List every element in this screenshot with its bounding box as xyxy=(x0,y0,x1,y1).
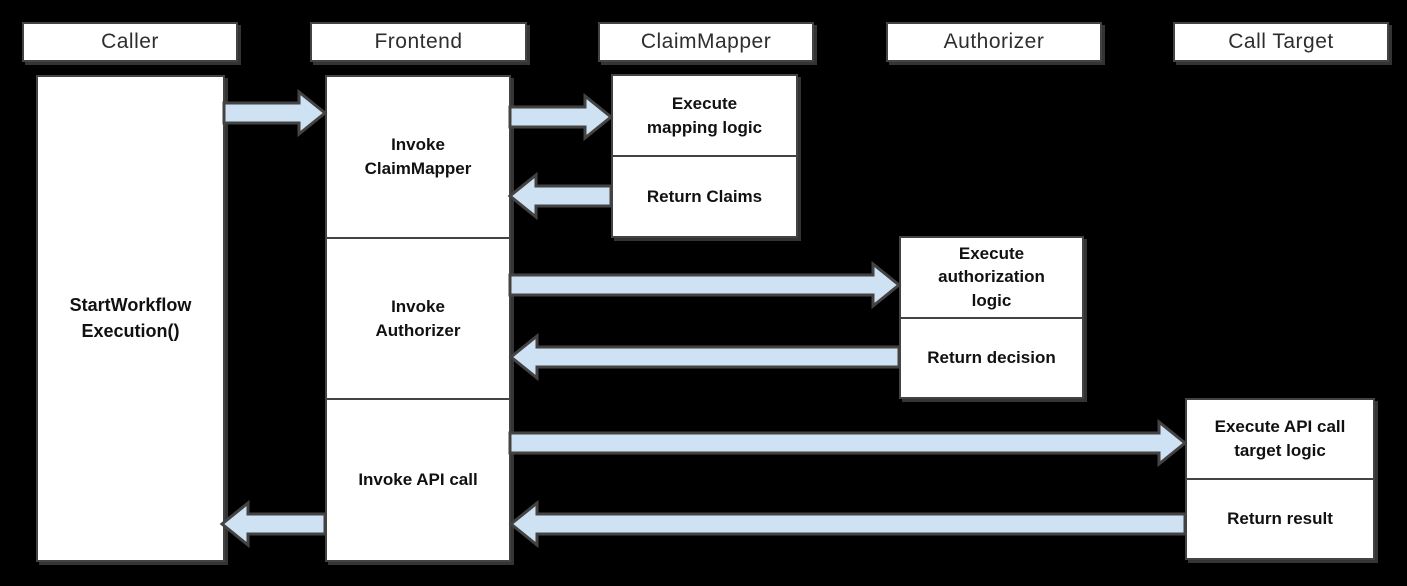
return-claims-cell: Return Claims xyxy=(613,155,796,236)
claimmapper-activation-box: Execute mapping logic Return Claims xyxy=(611,74,798,238)
arrow-frontend-to-calltarget xyxy=(508,418,1188,468)
return-result-cell: Return result xyxy=(1187,478,1373,558)
arrow-authorizer-to-frontend xyxy=(508,332,901,382)
lane-header-claimmapper: ClaimMapper xyxy=(598,22,814,62)
lane-header-call-target: Call Target xyxy=(1173,22,1389,62)
return-decision-cell: Return decision xyxy=(901,316,1082,398)
caller-activation-box: StartWorkflow Execution() xyxy=(36,75,225,562)
arrow-claimmapper-to-frontend xyxy=(507,171,613,221)
call-target-activation-box: Execute API call target logic Return res… xyxy=(1185,398,1375,560)
arrow-frontend-to-claimmapper xyxy=(508,92,614,142)
arrow-caller-to-frontend xyxy=(222,88,328,138)
arrow-frontend-to-caller xyxy=(219,499,327,549)
arrow-calltarget-to-frontend xyxy=(508,499,1187,549)
authorizer-activation-box: Execute authorization logic Return decis… xyxy=(899,236,1084,399)
lane-header-authorizer: Authorizer xyxy=(886,22,1102,62)
arrow-frontend-to-authorizer xyxy=(508,260,902,310)
execute-api-call-target-logic-cell: Execute API call target logic xyxy=(1214,417,1346,460)
invoke-claimmapper-cell: Invoke ClaimMapper xyxy=(364,135,472,178)
frontend-activation-box: Invoke ClaimMapper Invoke Authorizer Inv… xyxy=(325,75,511,562)
lane-header-caller: Caller xyxy=(22,22,238,62)
execute-mapping-logic-cell: Execute mapping logic xyxy=(646,93,763,137)
lane-header-frontend: Frontend xyxy=(310,22,527,62)
invoke-authorizer-cell: Invoke Authorizer xyxy=(327,236,509,399)
start-workflow-execution-cell: StartWorkflow Execution() xyxy=(69,295,192,341)
invoke-api-call-cell: Invoke API call xyxy=(327,398,509,560)
execute-authorization-logic-cell: Execute authorization logic xyxy=(938,243,1045,311)
